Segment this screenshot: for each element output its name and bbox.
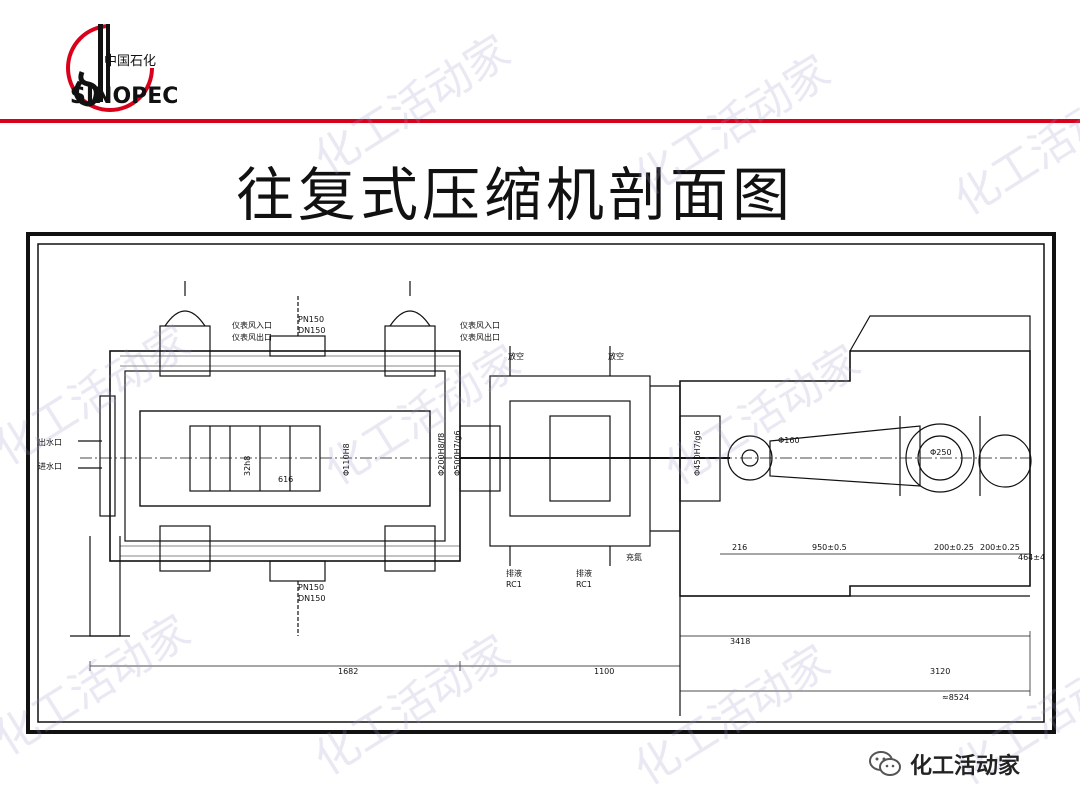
label-pn-top: PN150 [298,315,325,324]
sinopec-logo [60,22,160,112]
label-dim-3120: 3120 [930,667,951,676]
label-inst-air-in-2: 仪表风入口 [460,321,500,330]
label-dim-200b: 200±0.25 [980,543,1020,552]
label-vent-2: 放空 [608,352,624,361]
header-rule [0,119,1080,123]
label-dim-200a: 200±0.25 [934,543,974,552]
label-drain-1: 排液 [506,569,522,578]
wechat-icon [869,751,901,776]
label-d-250: Φ250 [930,448,952,457]
label-dn-bottom: DN150 [298,594,326,603]
label-d-200h8: Φ200H8/f8 [437,432,446,476]
label-water-in: 进水口 [38,462,62,471]
label-pn-bottom: PN150 [298,583,325,592]
label-water-out: 出水口 [38,438,62,447]
footer-account: 化工活动家 [868,744,1020,784]
label-rc-1: RC1 [506,580,522,589]
label-dim-950: 950±0.5 [812,543,847,552]
label-dim-3418: 3418 [730,637,751,646]
label-dn-top: DN150 [298,326,326,335]
label-nitrogen: 充氮 [626,553,642,562]
logo-cn-text: 中国石化 [104,54,157,69]
label-dim-total: ≈8524 [942,693,970,702]
label-dim-216: 216 [732,543,748,552]
slide-title-text: 往复式压缩机剖面图 [235,161,794,229]
slide-title: 往复式压缩机剖面图 [0,148,1080,232]
label-dim-464: 464±4 [1018,553,1046,562]
label-inst-air-out-1: 仪表风出口 [232,333,272,342]
label-d-cyl: Φ110H8 [342,443,351,476]
label-dim-1100: 1100 [594,667,615,676]
label-d-32: 32h8 [243,455,252,476]
label-inst-air-in-1: 仪表风入口 [232,321,272,330]
label-drain-2: 排液 [576,569,592,578]
label-d-450h7: Φ450H7/g6 [693,430,702,476]
footer-account-name: 化工活动家 [910,754,1021,779]
label-rc-2: RC1 [576,580,592,589]
label-d-616: 616 [278,475,294,484]
sinopec-logo-mark [66,24,154,112]
drawing-frame: 仪表风入口 仪表风出口 仪表风入口 仪表风出口 PN150 DN150 PN15… [26,232,1056,734]
label-vent-1: 放空 [508,352,524,361]
label-dim-1682: 1682 [338,667,359,676]
label-d-160: Φ160 [778,436,800,445]
label-d-500h7: Φ500H7/g6 [453,430,462,476]
logo-wordmark: SINOPEC [70,84,179,109]
label-inst-air-out-2: 仪表风出口 [460,333,500,342]
compressor-section-drawing [37,243,1045,723]
